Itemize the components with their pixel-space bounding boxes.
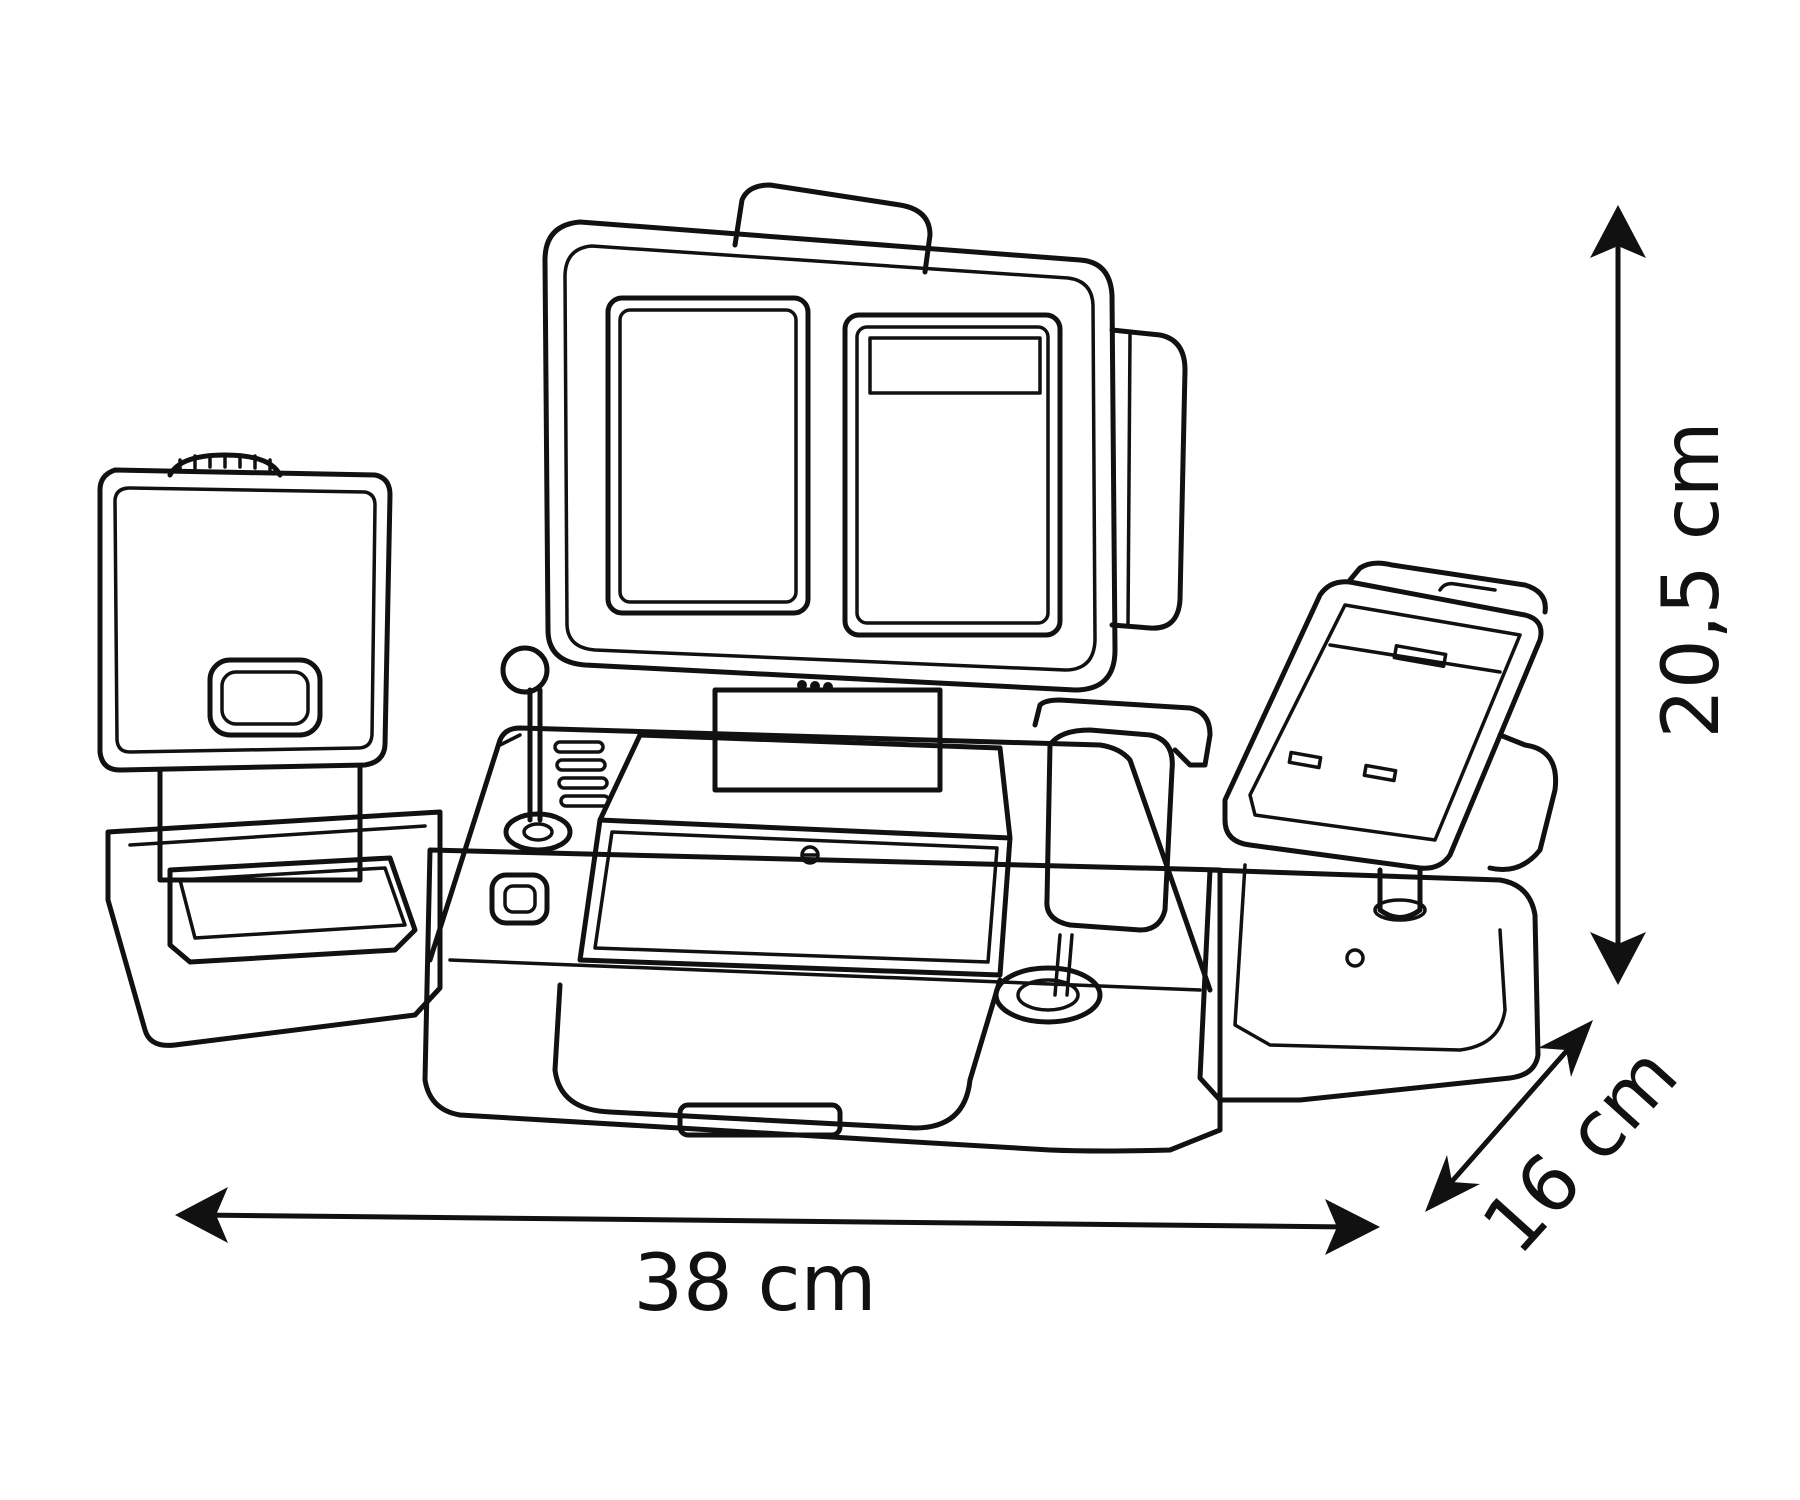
depth-dimension-arrow (1425, 1020, 1593, 1212)
scale-drawing (97, 452, 443, 1048)
height-label: 20,5 cm (1647, 421, 1737, 738)
card-reader-drawing (1197, 560, 1559, 1103)
cash-register-drawing (422, 182, 1223, 1154)
depth-label: 16 cm (1466, 1030, 1695, 1271)
width-dimension-arrow (175, 1187, 1380, 1255)
height-dimension-arrow (1590, 205, 1646, 985)
width-label: 38 cm (634, 1239, 877, 1329)
